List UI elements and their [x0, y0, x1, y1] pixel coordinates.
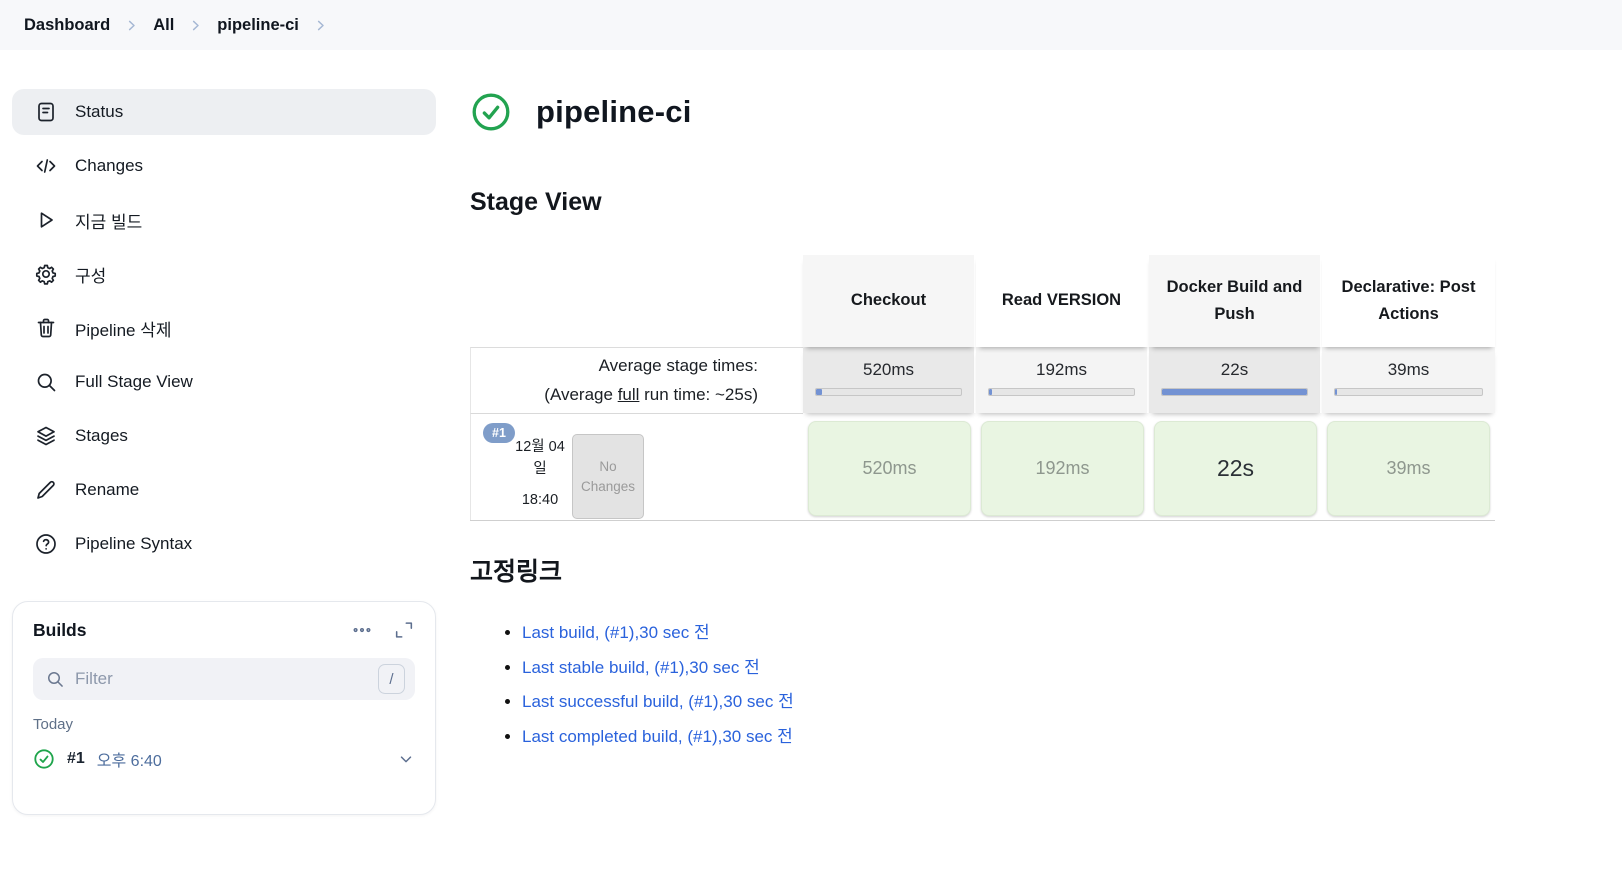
stage-duration-cell[interactable]: 520ms [808, 421, 971, 516]
sidebar-item-label: Status [75, 102, 124, 121]
no-changes-badge: No Changes [572, 434, 644, 519]
chevron-down-icon[interactable] [397, 750, 415, 768]
sidebar-item-stages[interactable]: Stages [12, 413, 436, 459]
play-icon [40, 212, 53, 228]
average-times-row: Average stage times: (Average full run t… [470, 347, 1495, 413]
stage-header: Read VERSION [976, 255, 1149, 347]
layers-icon [37, 426, 55, 446]
pipeline-status-success-icon [472, 93, 510, 131]
average-stage-cell: 520ms [803, 347, 976, 413]
permalink-last-build[interactable]: Last build, (#1),30 sec 전 [522, 623, 710, 642]
full-run-link[interactable]: full [617, 384, 640, 404]
sidebar-item-status[interactable]: Status [12, 89, 436, 135]
stage-time-bar [1334, 388, 1483, 396]
sidebar-item-label: Rename [75, 480, 140, 499]
chevron-right-icon[interactable] [313, 18, 328, 33]
permalink-last-completed-build[interactable]: Last completed build, (#1),30 sec 전 [522, 726, 793, 746]
pencil-icon [37, 481, 55, 499]
chevron-right-icon [124, 18, 139, 33]
build-number-badge[interactable]: #1 [483, 423, 515, 443]
magnifier-icon [37, 373, 56, 392]
permalink-last-stable-build[interactable]: Last stable build, (#1),30 sec 전 [522, 657, 760, 677]
sidebar-item-label: Pipeline 삭제 [75, 320, 172, 340]
permalinks-list: Last build, (#1),30 sec 전 Last stable bu… [470, 618, 794, 756]
stage-view-heading: Stage View [470, 188, 602, 216]
stage-header-row: Checkout Read VERSION Docker Build and P… [470, 255, 1495, 347]
build-row-info: #1 12월 04 일 18:40 No Changes [470, 413, 803, 520]
builds-group-label: Today [33, 716, 74, 733]
stage-view-table: Checkout Read VERSION Docker Build and P… [470, 255, 1495, 521]
question-icon [36, 534, 56, 554]
sidebar-item-label: Changes [75, 156, 144, 175]
build-date[interactable]: 12월 04 일 18:40 [515, 439, 565, 508]
permalinks-heading: 고정링크 [470, 558, 563, 586]
sidebar-item-changes[interactable]: Changes [12, 143, 436, 189]
permalink-item: Last build, (#1),30 sec 전 [522, 618, 794, 643]
sidebar-item-label: 구성 [75, 266, 107, 286]
document-icon [38, 102, 54, 122]
success-check-icon [34, 749, 54, 769]
expand-icon[interactable] [393, 619, 415, 641]
permalink-last-successful-build[interactable]: Last successful build, (#1),30 sec 전 [522, 692, 794, 711]
sidebar-item-label: Stages [75, 426, 128, 445]
ellipsis-menu-icon[interactable] [351, 619, 373, 641]
sidebar-item-label: 지금 빌드 [75, 212, 143, 232]
stage-duration-cell[interactable]: 22s [1154, 421, 1317, 516]
permalink-item: Last completed build, (#1),30 sec 전 [522, 722, 794, 747]
average-stage-cell: 192ms [976, 347, 1149, 413]
average-times-label: Average stage times: (Average full run t… [470, 347, 803, 413]
builds-panel: Builds / Today #1 오후 6:40 [12, 601, 436, 815]
breadcrumb-all[interactable]: All [153, 15, 175, 34]
trash-icon [37, 318, 55, 338]
stage-time-bar [988, 388, 1135, 396]
keyboard-shortcut-badge: / [378, 664, 405, 694]
breadcrumb: Dashboard All pipeline-ci [0, 0, 1622, 50]
build-time-link[interactable]: 오후 6:40 [96, 753, 162, 770]
build-stage-row: #1 12월 04 일 18:40 No Changes 520ms 192ms… [470, 413, 1495, 521]
average-stage-cell: 22s [1149, 347, 1322, 413]
sidebar: Status Changes 지금 빌드 구성 Pipeline 삭제 Full… [12, 89, 436, 575]
sidebar-item-full-stage-view[interactable]: Full Stage View [12, 359, 436, 405]
sidebar-item-build-now[interactable]: 지금 빌드 [12, 197, 436, 243]
stage-time-bar [1161, 388, 1308, 396]
breadcrumb-dashboard[interactable]: Dashboard [24, 15, 111, 34]
chevron-right-icon [188, 18, 203, 33]
filter-input-wrap: / [33, 658, 415, 700]
stage-duration-cell[interactable]: 192ms [981, 421, 1144, 516]
build-list-item[interactable]: #1 오후 6:40 [33, 747, 415, 771]
sidebar-item-label: Pipeline Syntax [75, 534, 193, 553]
page-title: pipeline-ci [536, 94, 692, 129]
sidebar-item-configure[interactable]: 구성 [12, 251, 436, 297]
filter-input[interactable] [75, 669, 368, 689]
permalink-item: Last successful build, (#1),30 sec 전 [522, 687, 794, 712]
gear-icon [35, 264, 57, 285]
stage-header: Declarative: Post Actions [1322, 255, 1495, 347]
code-icon [36, 159, 56, 173]
sidebar-item-label: Full Stage View [75, 372, 193, 391]
average-stage-cell: 39ms [1322, 347, 1495, 413]
breadcrumb-pipeline-ci[interactable]: pipeline-ci [217, 15, 299, 34]
search-icon [48, 672, 63, 687]
sidebar-item-delete-pipeline[interactable]: Pipeline 삭제 [12, 305, 436, 351]
stage-header: Docker Build and Push [1149, 255, 1322, 347]
sidebar-item-pipeline-syntax[interactable]: Pipeline Syntax [12, 521, 436, 567]
build-number[interactable]: #1 [67, 750, 85, 767]
sidebar-item-rename[interactable]: Rename [12, 467, 436, 513]
stage-header: Checkout [803, 255, 976, 347]
permalink-item: Last stable build, (#1),30 sec 전 [522, 653, 794, 678]
stage-time-bar [815, 388, 962, 396]
builds-panel-title: Builds [33, 619, 87, 640]
stage-duration-cell[interactable]: 39ms [1327, 421, 1490, 516]
